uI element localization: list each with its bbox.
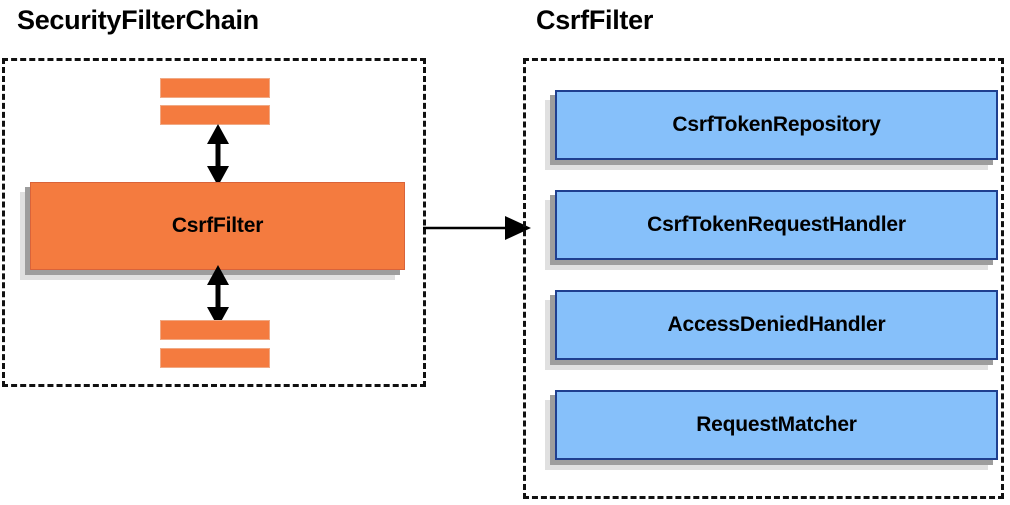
box-label: RequestMatcher: [696, 413, 857, 436]
box-label: CsrfTokenRepository: [672, 113, 881, 136]
filter-bar-bottom-1: [160, 320, 270, 340]
box-face: CsrfTokenRequestHandler: [555, 190, 998, 260]
box-csrf-filter[interactable]: CsrfFilter: [20, 182, 405, 280]
filter-bar-top-1: [160, 78, 270, 98]
box-face: RequestMatcher: [555, 390, 998, 460]
box-face: CsrfFilter: [30, 182, 405, 270]
arrow-to-csrf-filter-detail: [423, 216, 531, 240]
panel-title-security-filter-chain: SecurityFilterChain: [17, 5, 259, 35]
box-label: CsrfTokenRequestHandler: [647, 213, 906, 236]
filter-bar-bottom-2: [160, 348, 270, 368]
box-face: CsrfTokenRepository: [555, 90, 998, 160]
box-label: CsrfFilter: [171, 214, 264, 237]
arrow-up-down-top: [207, 124, 229, 186]
box-request-matcher[interactable]: RequestMatcher: [545, 390, 998, 470]
panel-title-csrf-filter: CsrfFilter: [536, 5, 654, 35]
panel-security-filter-chain: [2, 58, 426, 387]
box-label: AccessDeniedHandler: [667, 313, 886, 336]
arrow-up-down-bottom: [207, 265, 229, 327]
box-csrf-token-request-handler[interactable]: CsrfTokenRequestHandler: [545, 190, 998, 270]
box-access-denied-handler[interactable]: AccessDeniedHandler: [545, 290, 998, 370]
box-csrf-token-repository[interactable]: CsrfTokenRepository: [545, 90, 998, 170]
filter-bar-top-2: [160, 105, 270, 125]
panel-csrf-filter: [523, 58, 1004, 499]
box-face: AccessDeniedHandler: [555, 290, 998, 360]
